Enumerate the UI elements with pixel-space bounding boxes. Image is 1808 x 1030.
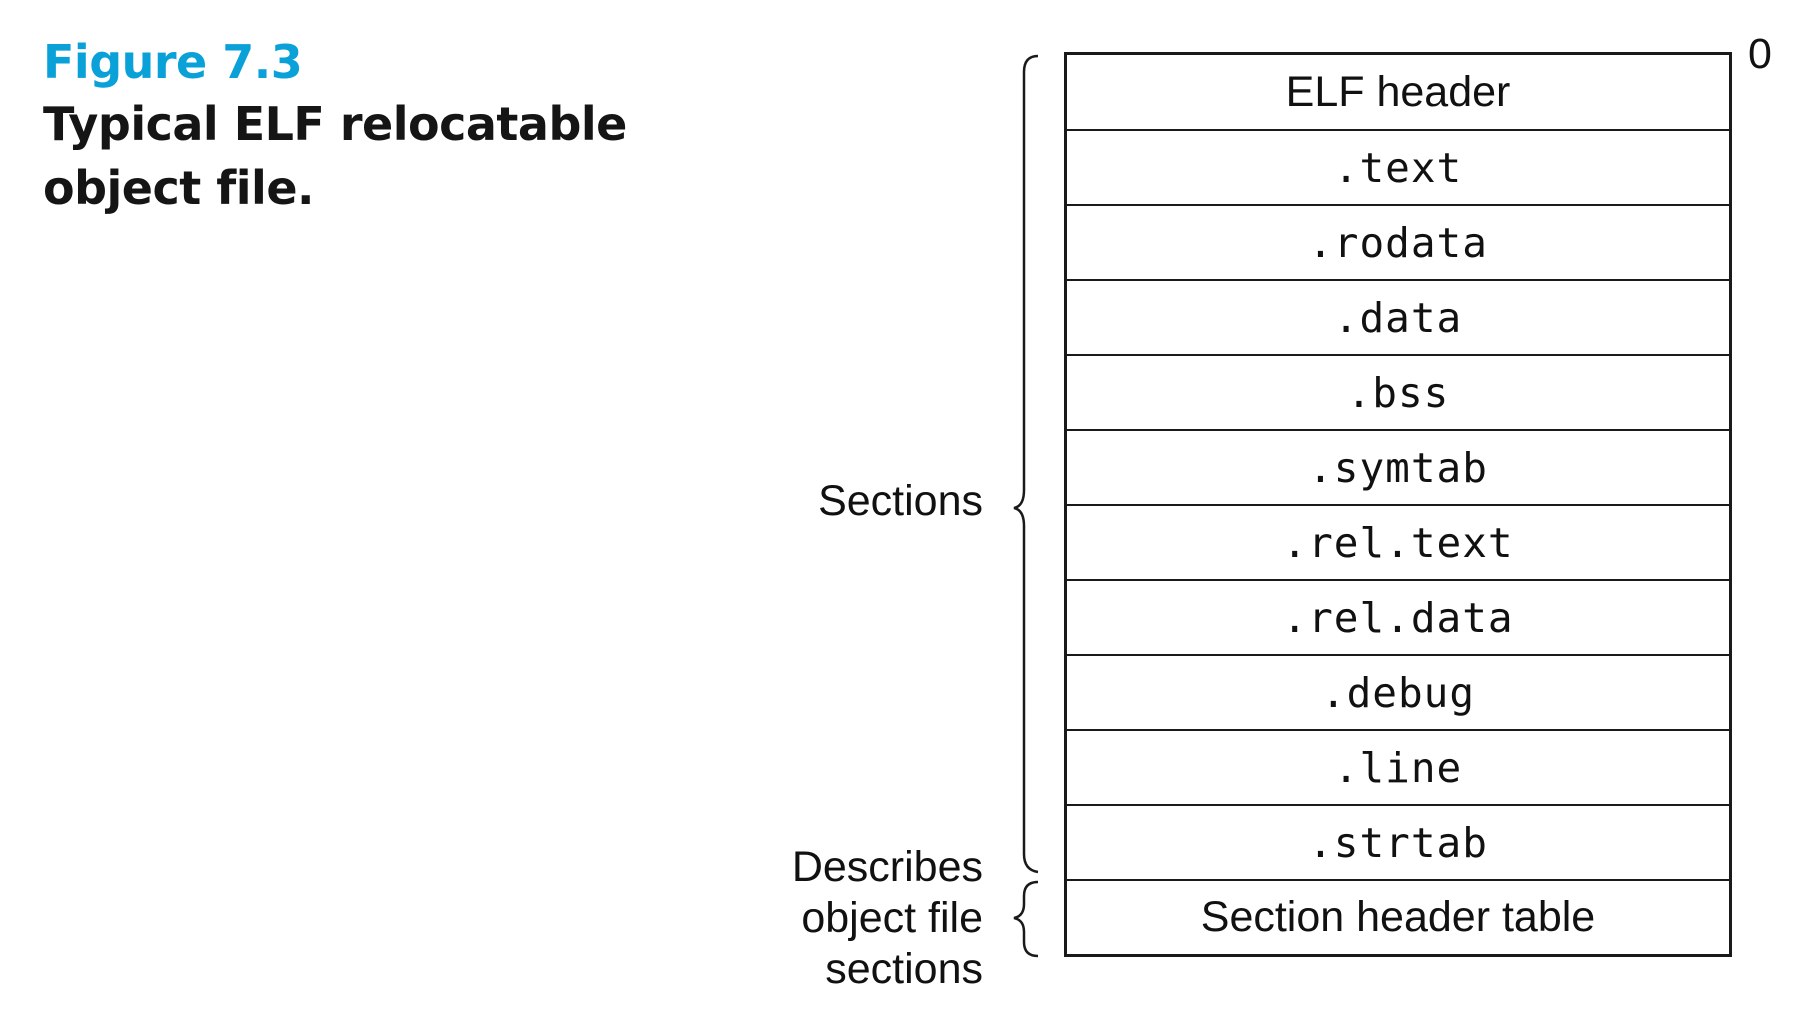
row-rodata: .rodata: [1067, 204, 1729, 279]
row-bss: .bss: [1067, 354, 1729, 429]
offset-zero-label: 0: [1748, 30, 1772, 78]
figure-number: Figure 7.3: [43, 35, 303, 89]
row-debug: .debug: [1067, 654, 1729, 729]
row-data: .data: [1067, 279, 1729, 354]
figure-caption: Figure 7.3 Typical ELF relocatable objec…: [43, 32, 743, 220]
row-line: .line: [1067, 729, 1729, 804]
row-symtab: .symtab: [1067, 429, 1729, 504]
row-rel-text: .rel.text: [1067, 504, 1729, 579]
row-section-header-table: Section header table: [1067, 879, 1729, 954]
row-rel-data: .rel.data: [1067, 579, 1729, 654]
sections-label: Sections: [818, 477, 983, 525]
sections-brace: [1013, 54, 1039, 874]
describes-brace: [1013, 880, 1039, 958]
row-text: .text: [1067, 129, 1729, 204]
describes-label: Describes object file sections: [791, 843, 983, 993]
row-strtab: .strtab: [1067, 804, 1729, 879]
figure-title: Typical ELF relocatable object file.: [43, 97, 627, 215]
row-elf-header: ELF header: [1285, 67, 1511, 116]
elf-layout-table: ELF header .text .rodata .data .bss .sym…: [1064, 52, 1732, 957]
